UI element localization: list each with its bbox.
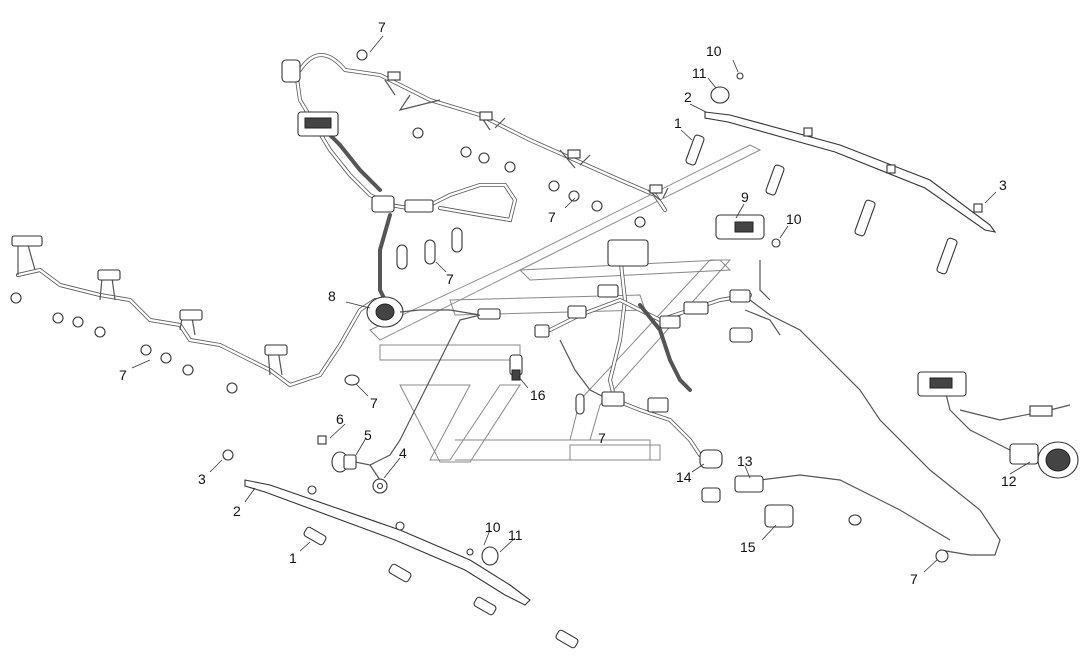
callout-11-bottom: 11 bbox=[508, 527, 523, 543]
callout-7-bottom-right: 7 bbox=[910, 571, 918, 587]
callout-4: 4 bbox=[399, 445, 407, 461]
callout-7-mid-left: 7 bbox=[370, 395, 378, 411]
callout-10-mid: 10 bbox=[786, 211, 802, 227]
callout-labels: 7 10 11 2 1 3 9 10 7 7 8 7 7 16 6 5 4 7 … bbox=[119, 19, 1017, 587]
callout-7-upper-mid: 7 bbox=[548, 209, 556, 225]
callout-11-top: 11 bbox=[692, 65, 707, 81]
callout-10-top: 10 bbox=[706, 43, 722, 59]
callout-13: 13 bbox=[737, 453, 753, 469]
callout-2-top: 2 bbox=[684, 89, 692, 105]
callout-7-lower-center: 7 bbox=[598, 430, 606, 446]
left-harness bbox=[10, 235, 377, 394]
sensor-16 bbox=[509, 354, 523, 381]
callout-1-bottom: 1 bbox=[289, 550, 297, 566]
callout-7-top: 7 bbox=[378, 19, 386, 35]
callout-1-top: 1 bbox=[674, 115, 682, 131]
callout-8: 8 bbox=[328, 288, 336, 304]
rail-upper bbox=[685, 72, 997, 275]
callout-7-left: 7 bbox=[119, 367, 127, 383]
callout-16: 16 bbox=[530, 387, 546, 403]
connector-12 bbox=[917, 371, 1079, 479]
central-harness bbox=[534, 239, 1001, 556]
parts-13-14-15 bbox=[699, 449, 951, 563]
connector-8 bbox=[366, 296, 501, 328]
callout-15: 15 bbox=[740, 539, 756, 555]
callout-9: 9 bbox=[741, 189, 749, 205]
rail-lower bbox=[222, 449, 579, 649]
callout-5: 5 bbox=[364, 427, 372, 443]
callout-12: 12 bbox=[1001, 473, 1017, 489]
callout-2-bottom: 2 bbox=[233, 503, 241, 519]
callout-10-bottom: 10 bbox=[485, 519, 501, 535]
upper-harness bbox=[281, 53, 669, 302]
callout-3-left: 3 bbox=[198, 471, 206, 487]
callout-7-center: 7 bbox=[446, 271, 454, 287]
callout-6: 6 bbox=[336, 411, 344, 427]
sensor-9 bbox=[715, 214, 781, 248]
leader-lines bbox=[131, 35, 1031, 573]
sensor-5-and-terminal-4 bbox=[317, 314, 481, 494]
callout-3-right: 3 bbox=[999, 177, 1007, 193]
callout-14: 14 bbox=[676, 469, 692, 485]
gaskets bbox=[344, 227, 585, 415]
o-rings-upper bbox=[356, 49, 646, 228]
